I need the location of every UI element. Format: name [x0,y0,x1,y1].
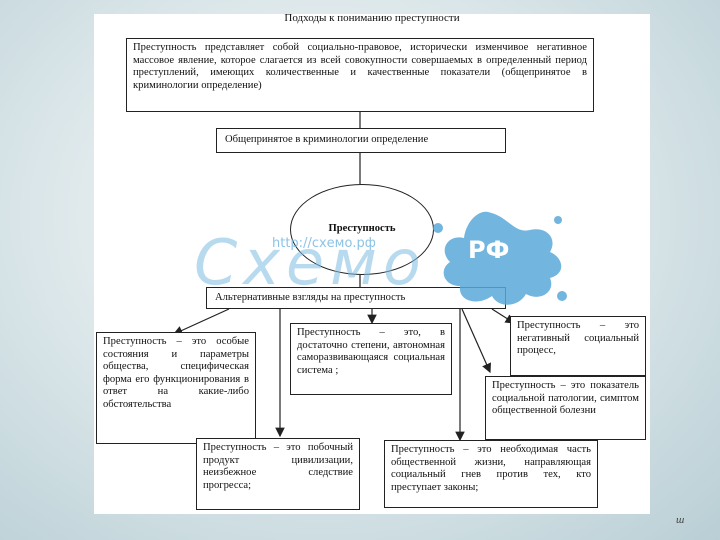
arrow-to-view-1 [172,308,230,335]
definition-box: Преступность представляет собой социальн… [126,38,594,112]
view-box-6: Преступность – это необходимая часть общ… [384,440,598,508]
center-label: Преступность [328,223,396,235]
center-ellipse: Преступность [290,184,434,275]
view-text-2: Преступность – это, в достаточно степени… [297,327,445,376]
view-box-5: Преступность – это побочный продукт циви… [196,438,360,510]
connector-lines [172,111,516,442]
diagram-title: Подходы к пониманию преступности [284,12,460,24]
alternative-views-label: Альтернативные взгляды на преступность [215,292,406,303]
common-definition-label: Общепринятое в криминологии определение [225,134,429,145]
common-definition-box: Общепринятое в криминологии определение [216,128,506,153]
definition-text: Преступность представляет собой социальн… [133,42,587,91]
slide-footer-mark: ш [676,514,685,526]
arrow-to-view-4 [461,308,491,374]
view-box-1: Преступность – это особые состояния и па… [96,332,256,444]
view-text-5: Преступность – это побочный продукт циви… [203,442,353,491]
view-box-4: Преступность – это показатель социальной… [485,376,646,440]
diagram-page: Подходы к пониманию преступности Преступ… [94,12,650,514]
view-text-3: Преступность – это негативный социальный… [517,320,639,357]
view-box-2: Преступность – это, в достаточно степени… [290,323,452,395]
watermark-splash-icon [433,211,567,305]
view-text-4: Преступность – это показатель социальной… [492,380,639,417]
alternative-views-box: Альтернативные взгляды на преступность [206,287,506,309]
view-text-6: Преступность – это необходимая часть общ… [391,444,591,493]
view-box-3: Преступность – это негативный социальный… [510,316,646,376]
view-text-1: Преступность – это особые состояния и па… [103,336,249,410]
